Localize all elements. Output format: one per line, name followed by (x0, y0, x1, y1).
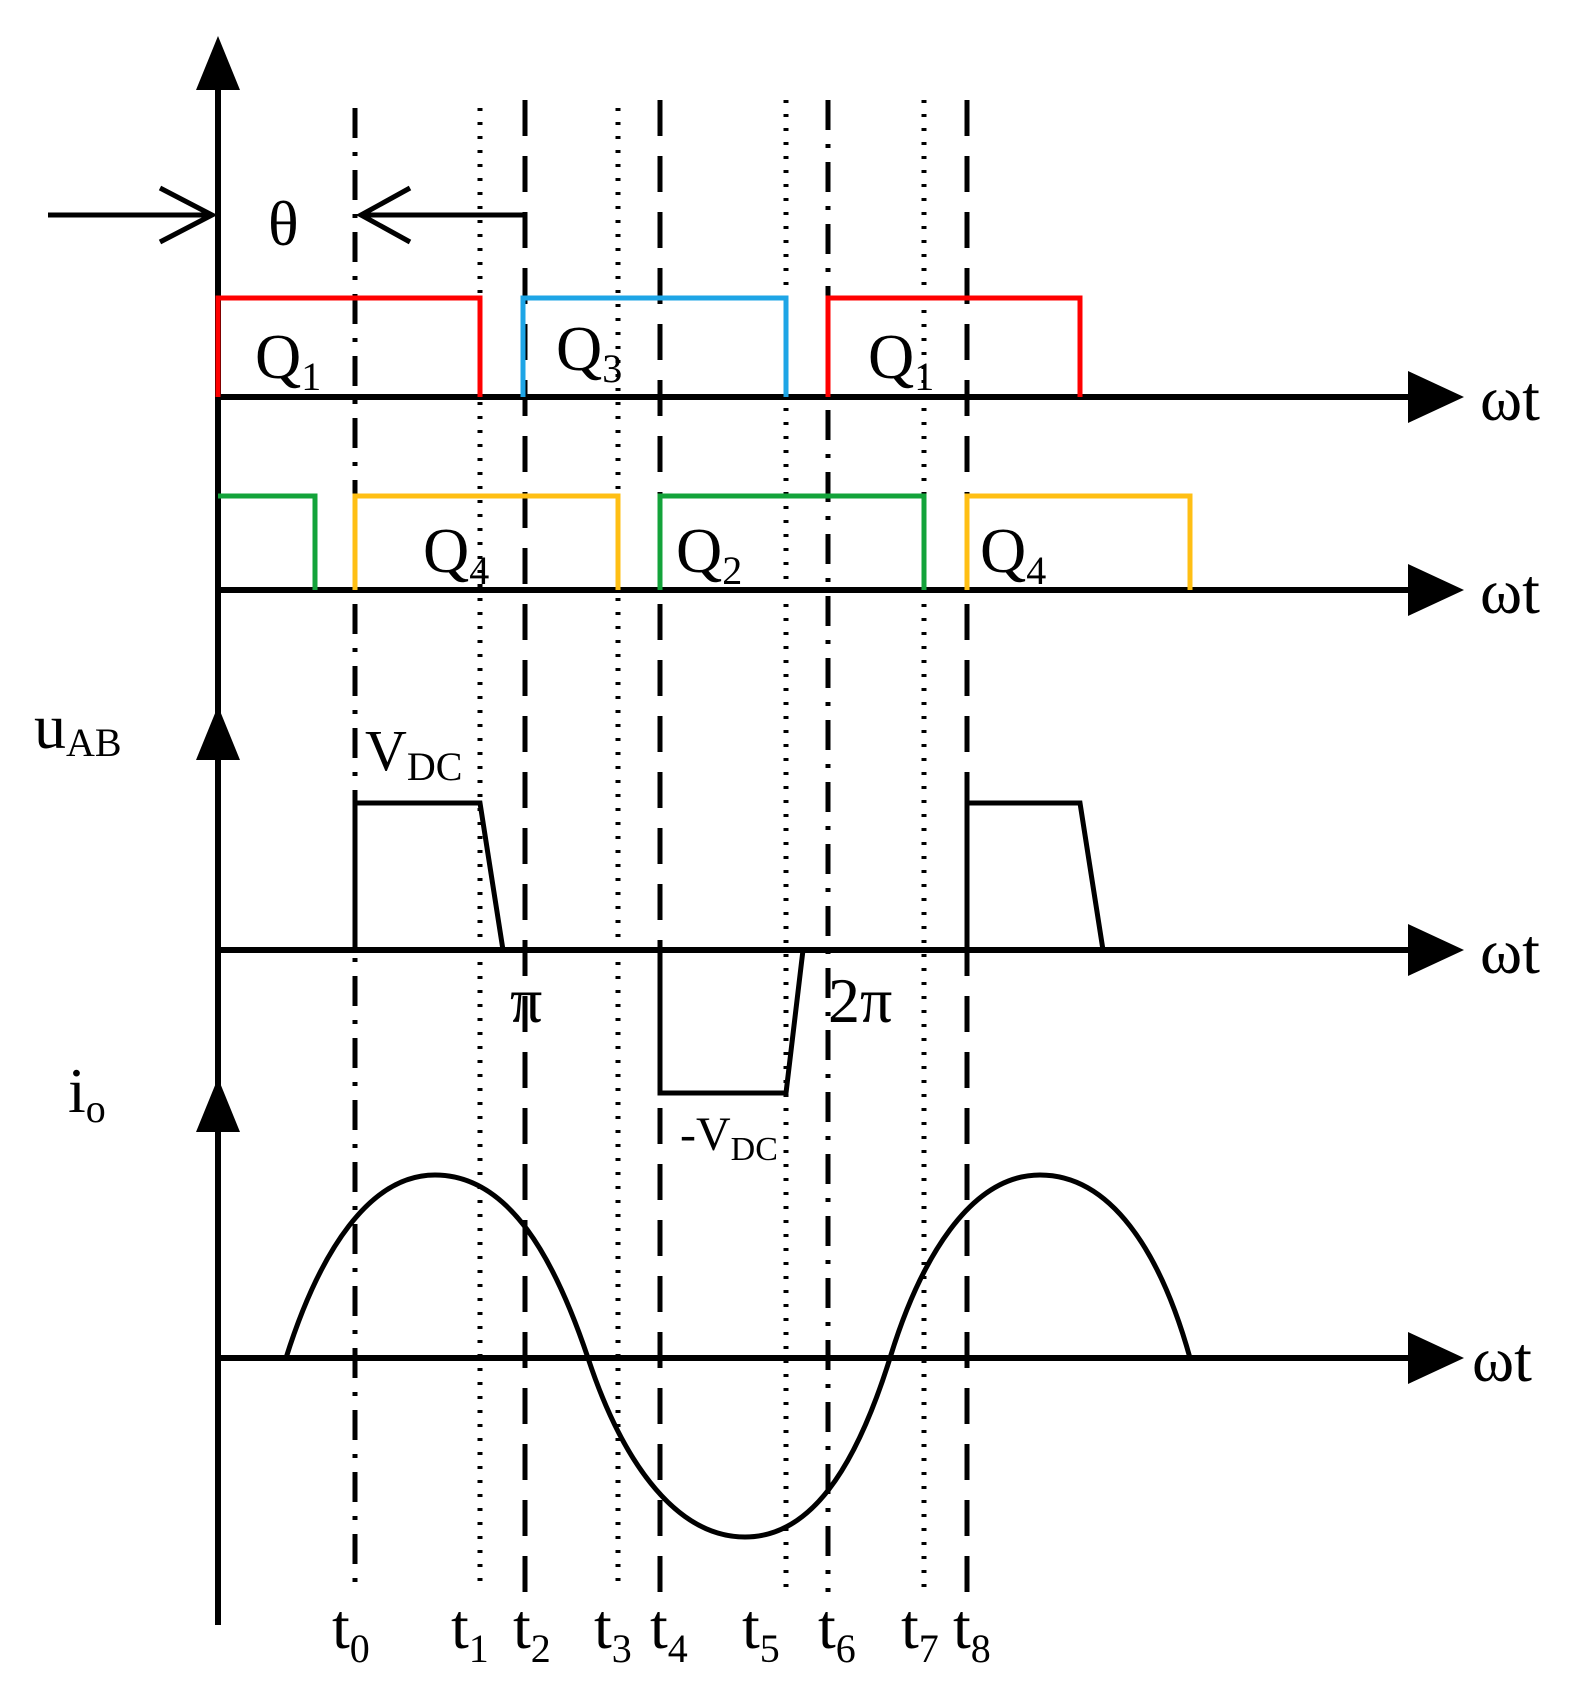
time-label-t5: t5 (742, 1591, 780, 1671)
axis-label-row3: ωt (1480, 916, 1540, 987)
axis-label-row2: ωt (1480, 556, 1540, 627)
uab-negative-label: -VDC (680, 1108, 778, 1168)
io-axis-label: io (68, 1055, 106, 1131)
uab-axis-arrow (196, 706, 240, 760)
time-label-t3: t3 (594, 1591, 632, 1671)
gate-label-q1a: Q1 (255, 321, 321, 399)
gate-row-1 (215, 295, 1083, 397)
time-label-t4: t4 (650, 1591, 688, 1671)
time-label-t7: t7 (901, 1591, 939, 1671)
io-axis-arrow (196, 1078, 240, 1132)
time-label-t8: t8 (953, 1591, 991, 1671)
vertical-axis (196, 36, 240, 1625)
time-label-t6: t6 (818, 1591, 856, 1671)
time-label-t0: t0 (332, 1591, 370, 1671)
q1-pulse-a (215, 295, 483, 397)
q2-pulse-b (657, 493, 927, 590)
axis-arrowheads (1408, 371, 1464, 1384)
io-waveform (283, 1172, 1193, 1540)
axis-label-row1: ωt (1480, 363, 1540, 434)
time-label-t2: t2 (513, 1591, 551, 1671)
theta-label: θ (268, 188, 299, 259)
two-pi-label: 2π (828, 965, 892, 1036)
time-labels: t0 t1 t2 t3 t4 t5 t6 t7 t8 (332, 1591, 991, 1671)
gate-row-2 (218, 493, 1193, 590)
axis-label-row4: ωt (1472, 1324, 1532, 1395)
gate-label-q4b: Q4 (980, 515, 1046, 593)
q1-pulse-b (825, 295, 1083, 397)
gate-label-q1b: Q1 (868, 321, 934, 399)
q4-pulse-a (352, 493, 621, 590)
q2-pulse-a (218, 493, 318, 590)
gate-label-q2: Q2 (676, 515, 742, 593)
uab-axis-label: uAB (34, 691, 122, 765)
q4-pulse-b (964, 493, 1193, 590)
horizontal-axes (218, 394, 1410, 1361)
uab-positive-label: VDC (365, 718, 462, 789)
theta-indicator (48, 185, 528, 245)
gate-label-q4a: Q4 (423, 515, 489, 593)
pi-label: π (510, 965, 542, 1036)
time-label-t1: t1 (451, 1591, 489, 1671)
q3-pulse (520, 295, 789, 397)
uab-waveform (352, 800, 1106, 1096)
gate-label-q3: Q3 (556, 313, 622, 391)
